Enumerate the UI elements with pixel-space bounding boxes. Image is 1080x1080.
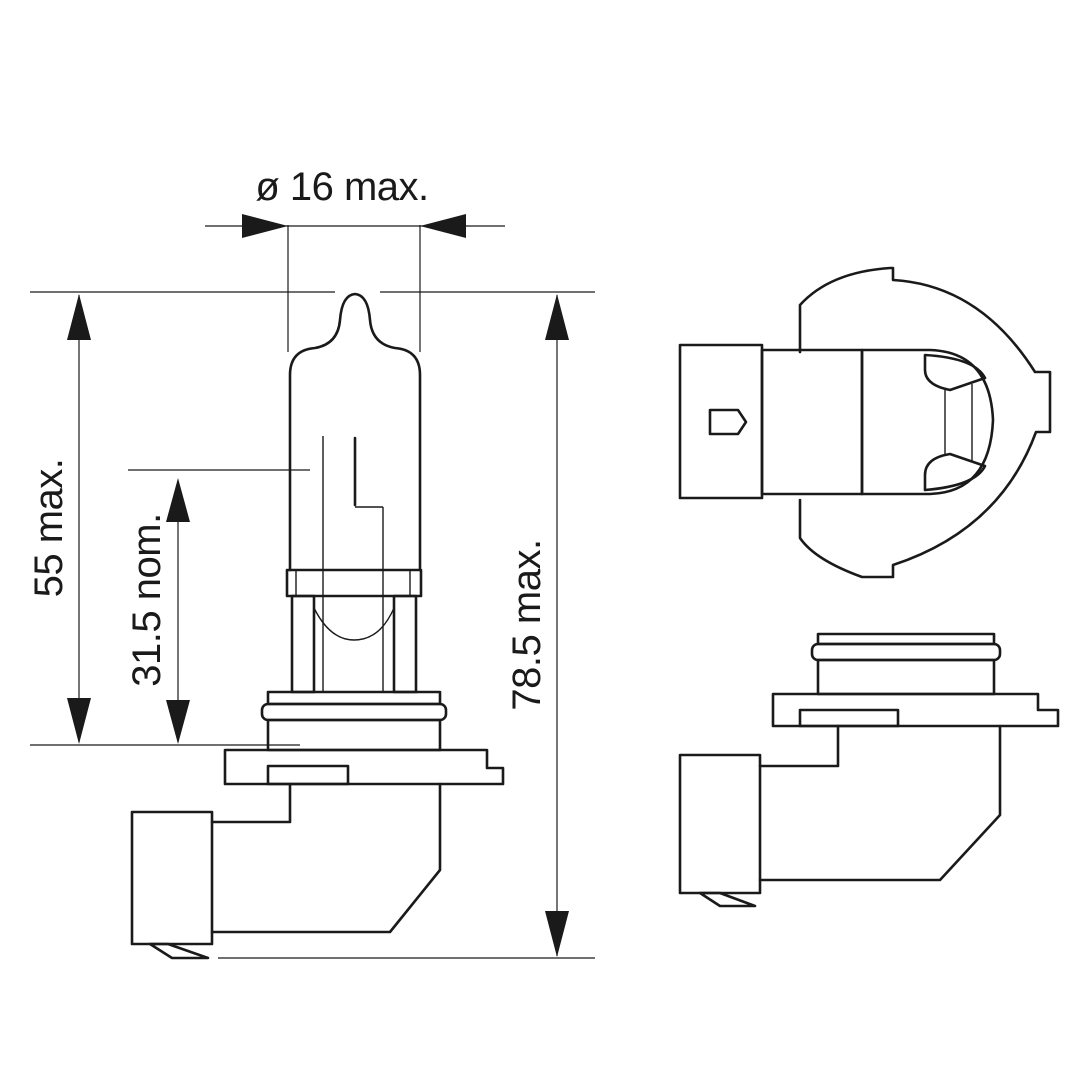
bulb-top-view bbox=[678, 266, 1052, 579]
arrow-up-icon bbox=[545, 294, 569, 340]
arrow-up-icon bbox=[166, 478, 190, 522]
diameter-label: ø 16 max. bbox=[255, 165, 428, 209]
filament bbox=[322, 436, 384, 692]
height-31-5-dimension: 31.5 nom. bbox=[125, 478, 190, 744]
arrow-right-icon bbox=[242, 214, 288, 238]
height-55-label: 55 max. bbox=[27, 459, 71, 598]
diameter-dimension: ø 16 max. bbox=[205, 165, 505, 352]
front-connector-plug bbox=[678, 753, 762, 895]
bulb-side-view bbox=[130, 292, 505, 960]
top-view-outline bbox=[798, 266, 1052, 579]
extension-lines bbox=[30, 291, 595, 959]
arrow-down-icon bbox=[545, 911, 569, 957]
height-78-5-dimension: 78.5 max. bbox=[505, 294, 569, 957]
key-arrow-icon bbox=[708, 408, 748, 436]
bulb-front-view bbox=[678, 632, 1060, 908]
arrow-left-icon bbox=[420, 214, 466, 238]
arrow-up-icon bbox=[67, 294, 91, 340]
connector-plug bbox=[130, 810, 214, 946]
connector-body bbox=[210, 782, 442, 934]
height-78-5-label: 78.5 max. bbox=[505, 539, 549, 710]
height-31-5-label: 31.5 nom. bbox=[125, 513, 169, 686]
glass-envelope bbox=[288, 292, 422, 572]
arrow-down-icon bbox=[67, 698, 91, 744]
arrow-down-icon bbox=[166, 700, 190, 744]
front-connector-body bbox=[758, 724, 1002, 882]
height-55-dimension: 55 max. bbox=[27, 294, 91, 744]
